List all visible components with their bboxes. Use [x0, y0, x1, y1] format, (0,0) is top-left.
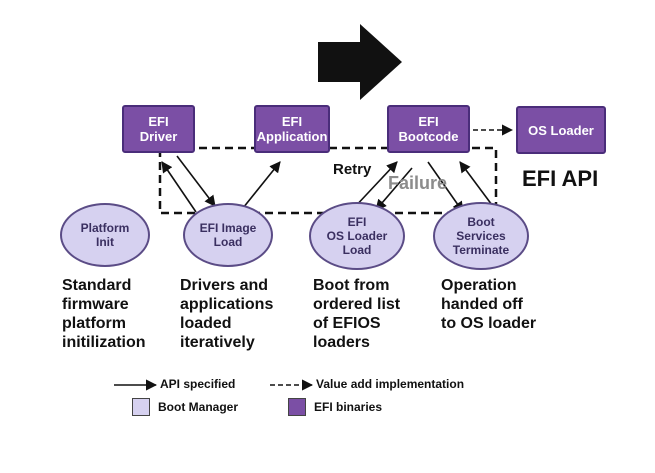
retry-label: Retry: [333, 161, 372, 178]
failure-label: Failure: [388, 173, 448, 193]
legend-api-specified: API specified: [160, 377, 236, 391]
operation-description: Operation handed off to OS loader: [441, 277, 537, 332]
boot-services-terminate-oval: Boot Services Terminate: [433, 202, 529, 270]
efi-image-load-oval: EFI Image Load: [183, 203, 273, 267]
legend-efi-binaries: EFI binaries: [314, 400, 383, 414]
os-loader-box: OS Loader: [516, 106, 606, 154]
platform-description: Standard firmware platform initilization: [62, 277, 146, 351]
terminate-to-bootcode-arrow: [459, 161, 493, 206]
efi-driver-box: EFI Driver: [122, 105, 195, 153]
efi-application-box: EFI Application: [254, 105, 330, 153]
big-arrow-icon: [318, 24, 402, 100]
efi-os-loader-load-oval: EFI OS Loader Load: [309, 202, 405, 270]
legend-boot-manager-swatch: [132, 398, 150, 416]
efi-api-label: EFI API: [522, 166, 599, 191]
legend-boot-manager: Boot Manager: [158, 400, 239, 414]
efi-bootcode-box: EFI Bootcode: [387, 105, 470, 153]
image-load-to-driver-arrow: [161, 161, 197, 213]
drivers-description: Drivers and applications loaded iterativ…: [180, 277, 274, 351]
legend-value-add: Value add implementation: [316, 377, 465, 391]
image-load-to-application-arrow: [242, 161, 281, 209]
legend-efi-binaries-swatch: [288, 398, 306, 416]
driver-to-image-load-arrow: [176, 155, 216, 207]
bootcode-to-terminate-arrow: [427, 161, 464, 213]
boot-description: Boot from ordered list of EFIOS loaders: [313, 277, 401, 351]
efi-api-boundary: [158, 146, 498, 215]
platform-init-oval: Platform Init: [60, 203, 150, 267]
bootcode-to-osloader-load-arrow: [375, 167, 413, 211]
